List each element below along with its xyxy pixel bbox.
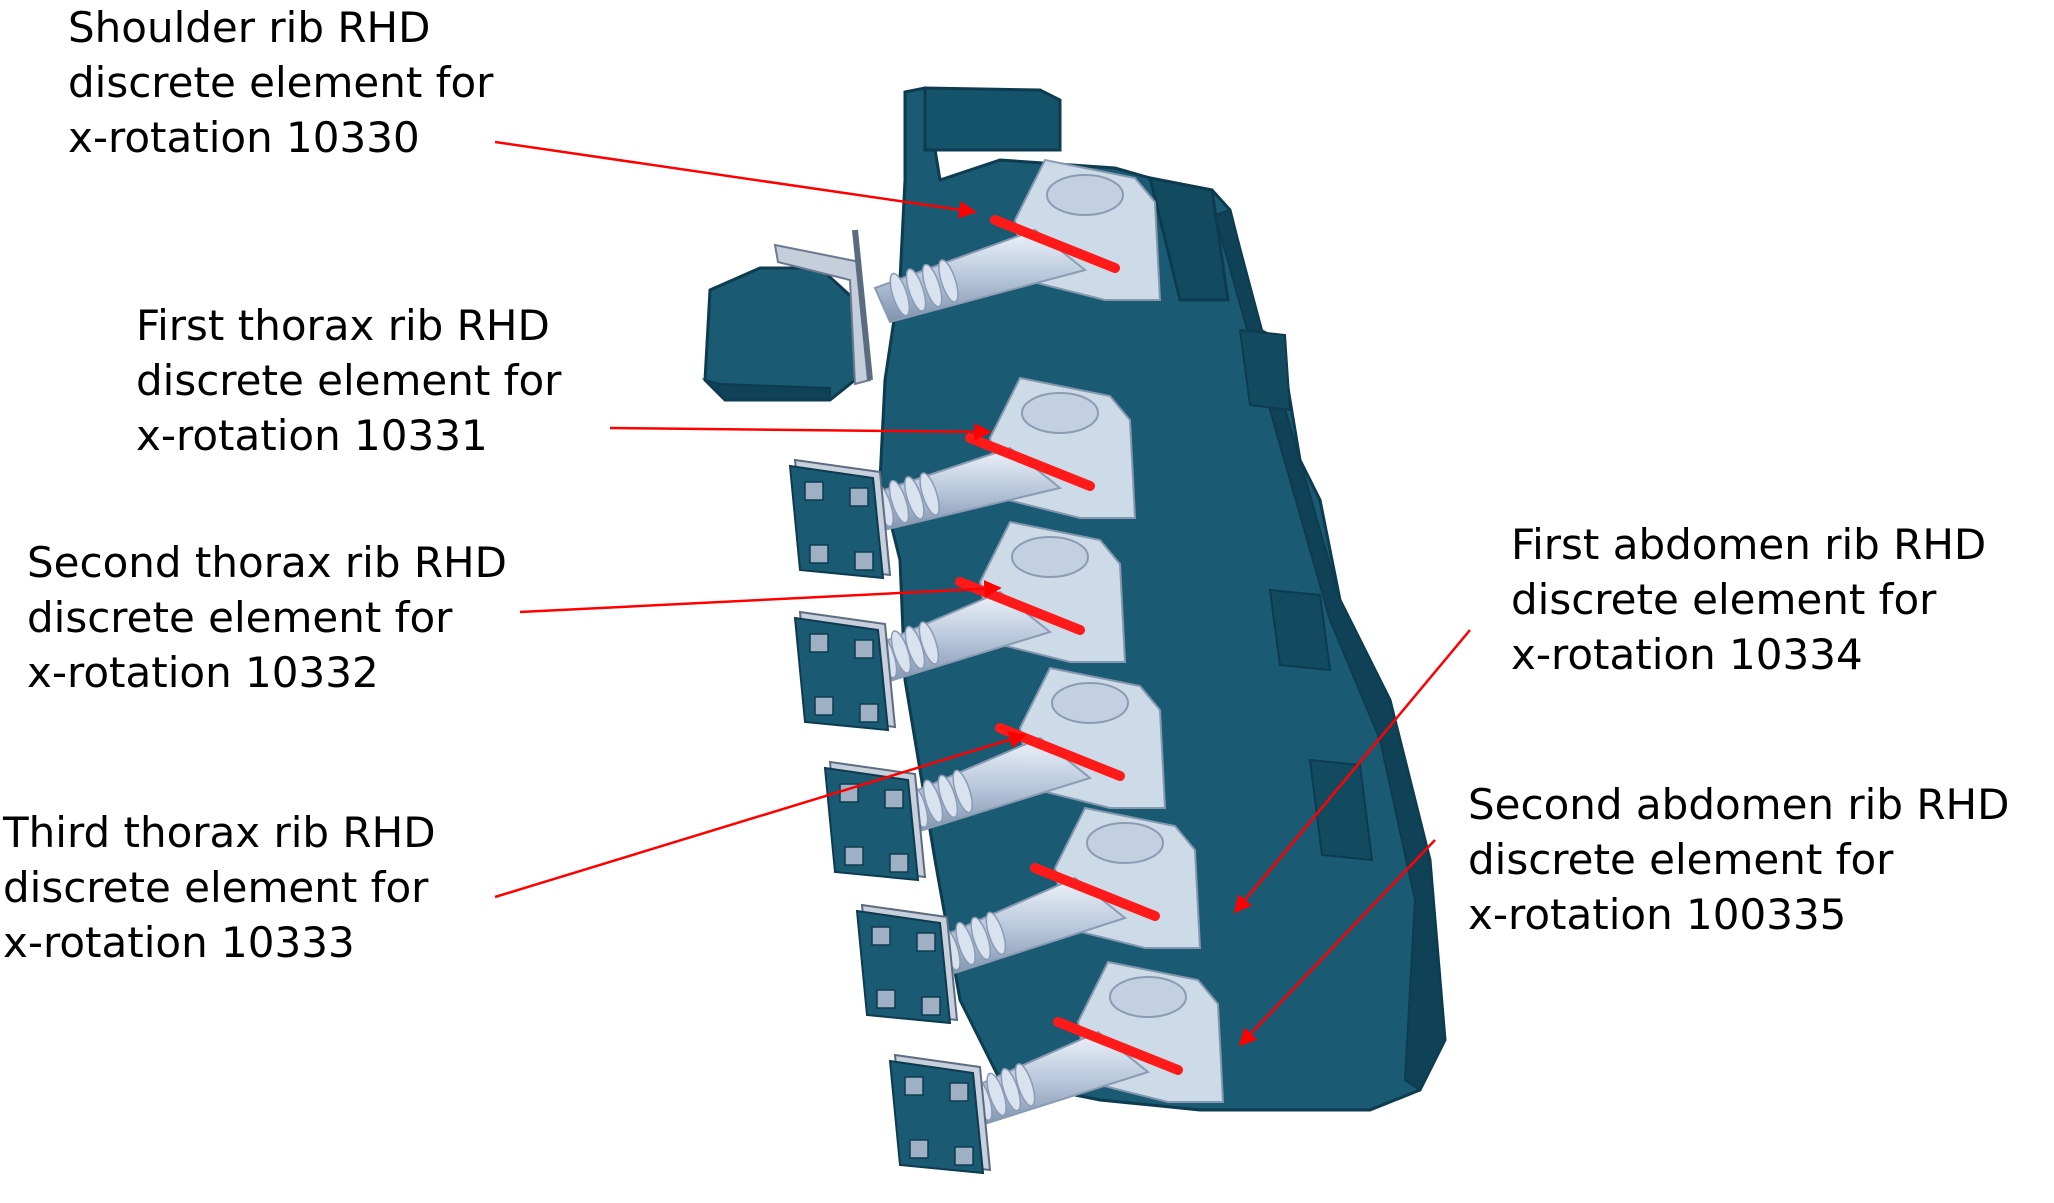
- label-line: x-rotation 100335: [1468, 890, 1847, 939]
- rib-collar: [952, 769, 973, 814]
- label-line: discrete element for: [136, 356, 562, 405]
- rib-bore: [1046, 174, 1124, 216]
- rib-collar: [921, 263, 943, 308]
- rib-module: [793, 520, 1127, 732]
- label-line: discrete element for: [3, 863, 429, 912]
- label-line: x-rotation 10331: [136, 411, 488, 460]
- end-plate-stud: [954, 1146, 974, 1166]
- back-plate: [878, 86, 1447, 1112]
- arrow-third-thorax: [494, 731, 1027, 899]
- end-plate-stud: [804, 481, 824, 501]
- end-plate-stud: [854, 639, 874, 659]
- label-first-abdomen-rib: First abdomen rib RHD discrete element f…: [1511, 517, 1986, 682]
- rib-collar: [888, 479, 910, 524]
- end-plate-stud: [904, 1076, 924, 1096]
- rib-collar: [985, 911, 1007, 956]
- label-line: x-rotation 10334: [1511, 630, 1863, 679]
- arrow-shoulder: [494, 140, 977, 219]
- rib-module: [873, 158, 1162, 324]
- label-line: First thorax rib RHD: [136, 301, 550, 350]
- callout-arrows: [494, 140, 1471, 1047]
- rib-modules: [788, 158, 1225, 1175]
- label-line: x-rotation 10330: [68, 113, 420, 162]
- label-line: x-rotation 10333: [3, 918, 355, 967]
- rib-collar: [922, 779, 944, 823]
- label-line: discrete element for: [68, 58, 494, 107]
- arrow-first-thorax: [609, 423, 992, 441]
- label-line: Shoulder rib RHD: [68, 3, 431, 52]
- rib-bore: [1051, 682, 1129, 724]
- end-plate-stud: [884, 789, 904, 809]
- end-plate-stud: [909, 1139, 929, 1159]
- discrete-element-bar: [1053, 1017, 1183, 1075]
- label-first-thorax-rib: First thorax rib RHD discrete element fo…: [136, 298, 561, 463]
- rib-module: [788, 376, 1137, 580]
- label-line: Second abdomen rib RHD: [1468, 780, 2010, 829]
- label-third-thorax-rib: Third thorax rib RHD discrete element fo…: [3, 805, 436, 970]
- shoulder-bumper: [701, 229, 873, 402]
- label-second-thorax-rib: Second thorax rib RHD discrete element f…: [27, 535, 507, 700]
- label-second-abdomen-rib: Second abdomen rib RHD discrete element …: [1468, 777, 2009, 942]
- rib-module: [888, 960, 1225, 1175]
- end-plate-stud: [921, 996, 941, 1016]
- end-plate-stud: [849, 487, 869, 507]
- discrete-element-bar: [965, 433, 1095, 491]
- end-plate-stud: [876, 989, 896, 1009]
- label-line: Third thorax rib RHD: [3, 808, 436, 857]
- rib-module: [855, 806, 1202, 1025]
- end-plate-stud: [889, 853, 909, 873]
- rib-collar: [904, 476, 925, 520]
- rib-collar: [986, 1072, 1007, 1117]
- end-plate-stud: [854, 551, 874, 571]
- end-plate-stud: [949, 1082, 969, 1102]
- label-line: Second thorax rib RHD: [27, 538, 507, 587]
- rib-collar: [1014, 1063, 1036, 1107]
- rib-collar: [905, 268, 927, 312]
- label-line: discrete element for: [27, 593, 453, 642]
- end-plate-stud: [809, 633, 829, 653]
- rib-collar: [937, 774, 959, 819]
- rib-collar: [970, 916, 991, 961]
- rib-collar: [889, 272, 911, 317]
- rib-collar: [1000, 1067, 1022, 1112]
- arrow-second-thorax: [519, 580, 1002, 614]
- rib-bore: [1021, 392, 1099, 434]
- rib-bore: [1011, 536, 1089, 578]
- end-plate-stud: [809, 544, 829, 564]
- end-plate-stud: [871, 926, 891, 946]
- discrete-element-bar: [1030, 863, 1160, 921]
- end-plate-stud: [859, 703, 879, 723]
- end-plate-stud: [814, 696, 834, 716]
- label-line: discrete element for: [1511, 575, 1937, 624]
- rib-collar: [938, 259, 959, 303]
- label-line: First abdomen rib RHD: [1511, 520, 1987, 569]
- arrow-first-abdomen: [1233, 629, 1471, 914]
- end-plate-stud: [844, 846, 864, 866]
- label-line: discrete element for: [1468, 835, 1894, 884]
- label-shoulder-rib: Shoulder rib RHD discrete element for x-…: [68, 0, 493, 165]
- rib-collar: [955, 921, 976, 966]
- discrete-element-bar: [990, 215, 1120, 273]
- end-plate-stud: [916, 932, 936, 952]
- rib-bore: [1086, 822, 1164, 864]
- rib-bore: [1109, 976, 1187, 1018]
- rib-collar: [919, 472, 940, 516]
- arrow-second-abdomen: [1238, 839, 1436, 1047]
- label-line: x-rotation 10332: [27, 648, 379, 697]
